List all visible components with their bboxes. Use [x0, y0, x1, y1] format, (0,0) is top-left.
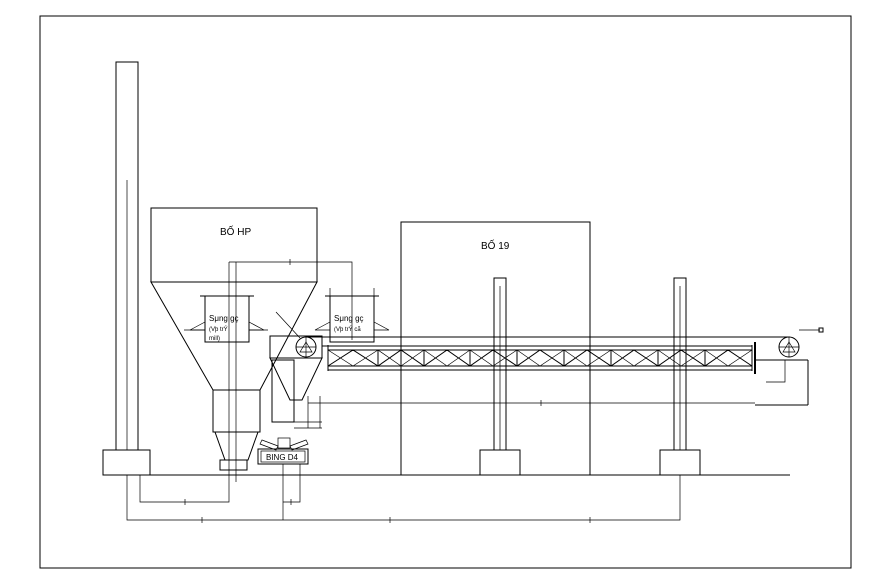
spray-left-line2: (Vþ trÝ — [209, 326, 228, 333]
spray-left-line3: mill) — [209, 336, 220, 342]
tank-19 — [400, 221, 591, 476]
spray-box-right — [314, 295, 390, 343]
tank-19-label: BỐ 19 — [481, 238, 510, 252]
drive-wheel-right — [778, 327, 824, 358]
right-end-structure — [755, 359, 809, 406]
chimney-column — [102, 61, 151, 476]
cyclone — [269, 311, 323, 423]
support-column-1 — [479, 277, 521, 476]
bing-label: BING D4 — [266, 453, 299, 462]
top-pipe — [229, 261, 353, 340]
conveyor-truss — [306, 336, 790, 374]
tank-hp-label: BỐ HP — [220, 224, 251, 238]
spray-left-line1: Sμng gç — [209, 314, 239, 323]
spray-right-line2: (Vþ trÝ cã — [334, 326, 361, 333]
sheet-border — [39, 15, 852, 569]
spray-right-line1: Sμng gç — [334, 314, 364, 323]
spray-box-left — [184, 295, 268, 343]
tank-hp — [150, 207, 318, 482]
lower-piping — [126, 464, 681, 523]
fan-device — [257, 437, 309, 465]
support-column-2 — [659, 277, 701, 476]
drive-wheel-left — [295, 336, 317, 358]
